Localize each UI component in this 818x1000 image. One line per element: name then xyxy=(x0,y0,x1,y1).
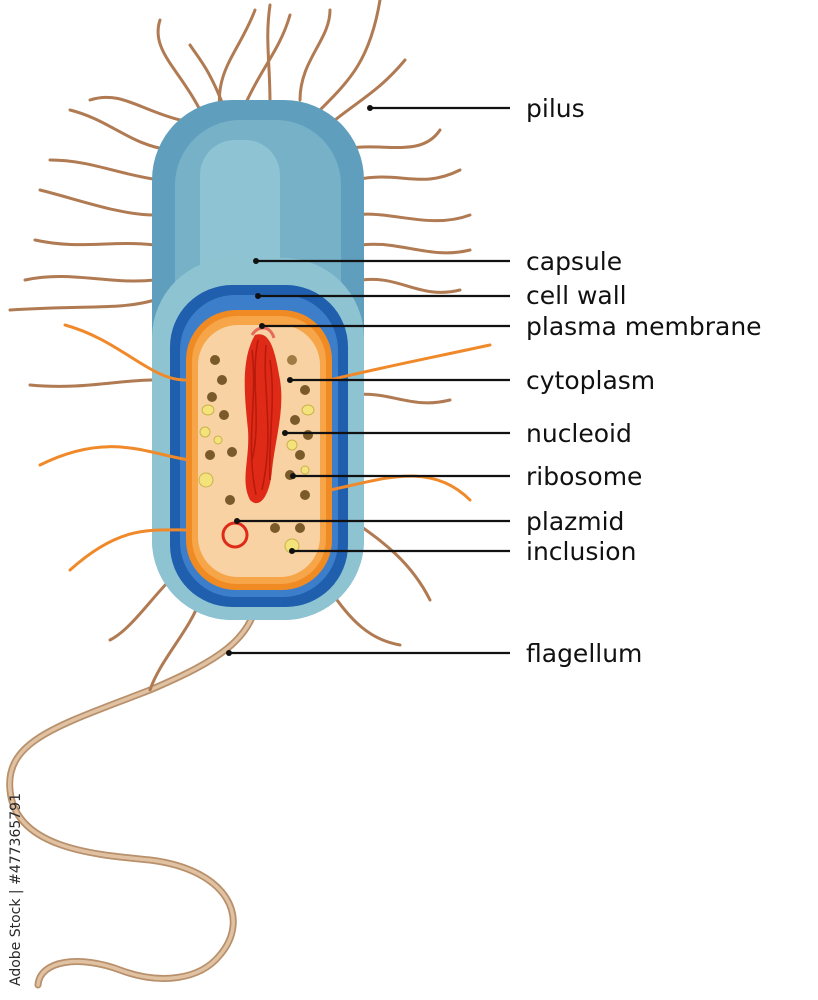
inclusions xyxy=(198,404,315,554)
label-capsule: capsule xyxy=(526,247,622,276)
label-nucleoid: nucleoid xyxy=(526,419,632,448)
label-plazmid: plazmid xyxy=(526,507,624,536)
flagellum xyxy=(6,580,265,989)
label-pilus: pilus xyxy=(526,94,585,123)
leader-lines xyxy=(226,105,510,656)
side-text: Adobe Stock | #477365791 xyxy=(8,793,24,986)
label-inclusion: inclusion xyxy=(526,537,636,566)
label-cytoplasm: cytoplasm xyxy=(526,366,655,395)
pili-front xyxy=(38,323,492,572)
label-plasma-membrane: plasma membrane xyxy=(526,312,762,341)
label-cell-wall: cell wall xyxy=(526,281,627,310)
stock-watermark-side-text: Adobe Stock | #477365791 xyxy=(6,760,30,990)
label-ribosome: ribosome xyxy=(526,462,642,491)
labels: pilus capsule cell wall plasma membrane … xyxy=(526,94,762,668)
ribosomes xyxy=(205,355,313,533)
label-flagellum: flagellum xyxy=(526,639,642,668)
